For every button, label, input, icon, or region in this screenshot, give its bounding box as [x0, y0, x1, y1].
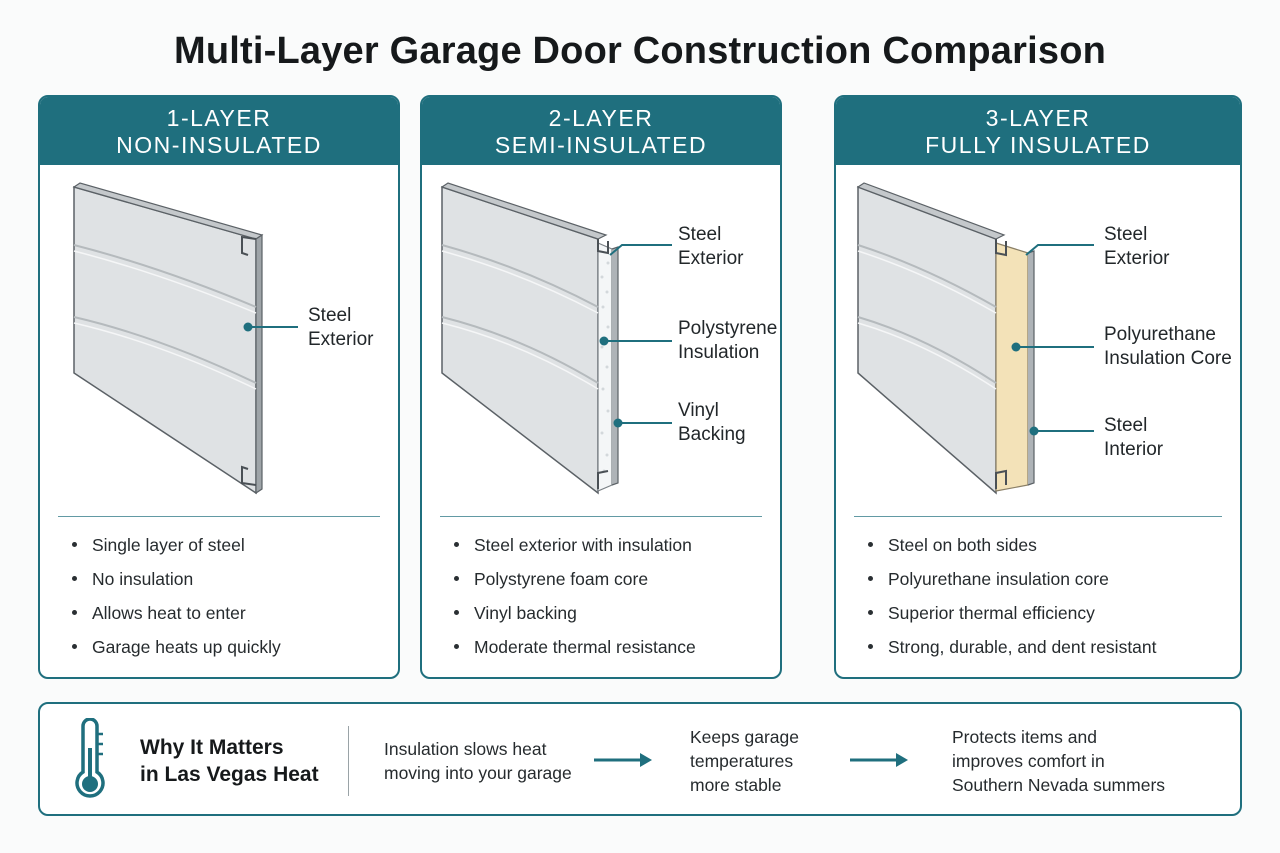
list-item: Polystyrene foam core — [452, 568, 696, 602]
bullet-list: Single layer of steel No insulation Allo… — [70, 534, 281, 670]
why-it-matters-box: Why It Matters in Las Vegas Heat Insulat… — [38, 702, 1242, 816]
panel-divider — [854, 516, 1222, 517]
list-item: Steel exterior with insulation — [452, 534, 696, 568]
panel-3-layer: 3-LAYER FULLY INSULATED Steel Exterior P… — [834, 95, 1242, 679]
list-item: Steel on both sides — [866, 534, 1157, 568]
door-panel-illustration — [72, 182, 298, 495]
footer-divider — [348, 726, 349, 796]
panel-divider — [58, 516, 380, 517]
panel-heading-line1: 3-LAYER — [985, 105, 1091, 131]
label-polyurethane-core: Polyurethane Insulation Core — [1104, 324, 1232, 369]
bullet-list: Steel exterior with insulation Polystyre… — [452, 534, 696, 670]
list-item: Allows heat to enter — [70, 602, 281, 636]
panel-heading: 3-LAYER FULLY INSULATED — [836, 97, 1240, 165]
page-title: Multi-Layer Garage Door Construction Com… — [173, 30, 1107, 72]
why-it-matters-heading: Why It Matters in Las Vegas Heat — [140, 736, 319, 786]
panel-heading-line2: FULLY INSULATED — [925, 132, 1151, 158]
bullet-list: Steel on both sides Polyurethane insulat… — [866, 534, 1157, 670]
panel-2-layer: 2-LAYER SEMI-INSULATED Steel Exterior Po… — [420, 95, 782, 679]
list-item: Garage heats up quickly — [70, 636, 281, 670]
arrow-right-icon — [850, 753, 908, 767]
panel-heading-line1: 2-LAYER — [548, 105, 654, 131]
panel-heading: 2-LAYER SEMI-INSULATED — [422, 97, 780, 165]
label-steel-exterior: Steel Exterior — [678, 224, 744, 269]
door-panel-illustration — [440, 182, 672, 495]
footer-step-1: Insulation slows heat moving into your g… — [384, 739, 572, 783]
list-item: No insulation — [70, 568, 281, 602]
panel-divider — [440, 516, 762, 517]
list-item: Superior thermal efficiency — [866, 602, 1157, 636]
thermometer-icon — [75, 718, 105, 798]
list-item: Polyurethane insulation core — [866, 568, 1157, 602]
door-panel-illustration — [856, 182, 1094, 495]
footer-step-2: Keeps garage temperatures more stable — [690, 727, 799, 795]
panel-heading-line1: 1-LAYER — [166, 105, 272, 131]
label-steel-interior: Steel Interior — [1104, 415, 1164, 460]
panel-heading-line2: NON-INSULATED — [116, 132, 322, 158]
list-item: Strong, durable, and dent resistant — [866, 636, 1157, 670]
arrow-right-icon — [594, 753, 652, 767]
label-vinyl-backing: Vinyl Backing — [678, 400, 746, 445]
label-steel-exterior: Steel Exterior — [308, 305, 374, 350]
label-steel-exterior: Steel Exterior — [1104, 224, 1170, 269]
panel-1-layer: 1-LAYER NON-INSULATED Steel Exterior Sin… — [38, 95, 400, 679]
list-item: Single layer of steel — [70, 534, 281, 568]
footer-step-3: Protects items and improves comfort in S… — [952, 727, 1166, 795]
list-item: Moderate thermal resistance — [452, 636, 696, 670]
panel-heading: 1-LAYER NON-INSULATED — [40, 97, 398, 165]
label-polystyrene-insulation: Polystyrene Insulation — [678, 318, 778, 363]
list-item: Vinyl backing — [452, 602, 696, 636]
panel-heading-line2: SEMI-INSULATED — [494, 132, 708, 158]
